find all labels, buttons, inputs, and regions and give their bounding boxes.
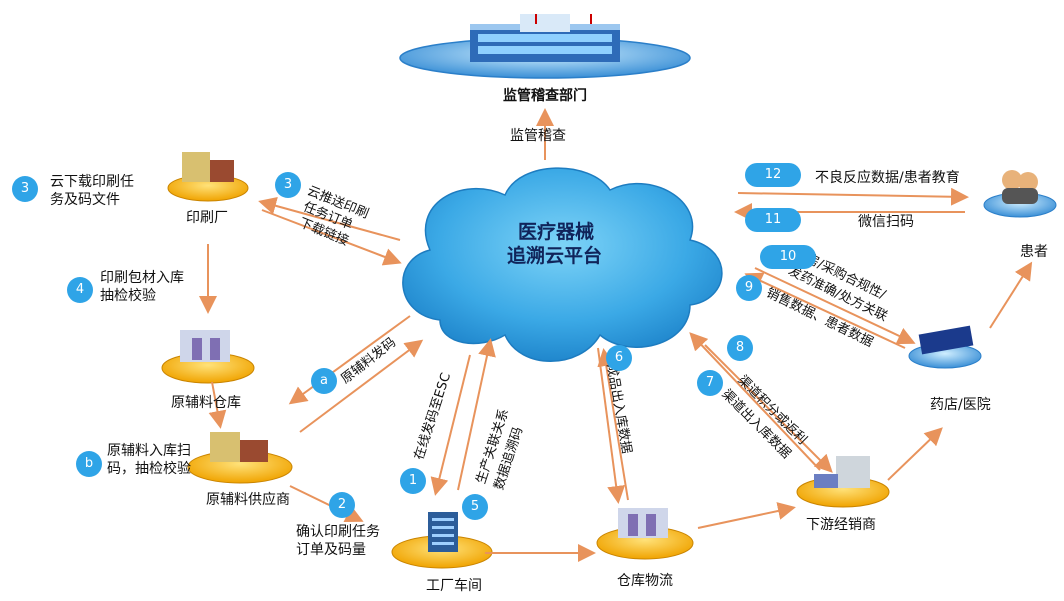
flow-arrows: [199, 108, 1033, 562]
supervision-building-icon: [399, 14, 691, 79]
pharmacy-hospital-icon: [908, 325, 982, 369]
node-pharmacy-hospital: 药店/医院: [930, 397, 991, 413]
step-badge: b: [76, 451, 102, 477]
step-badge: 3: [12, 176, 38, 202]
node-patient: 患者: [1020, 244, 1048, 260]
step-badge: 12: [745, 163, 801, 187]
cloud-title-line2: 追溯云平台: [507, 245, 603, 267]
distributor-icon: [796, 456, 890, 508]
material-supplier-icon: [187, 432, 293, 484]
edge-confirm-print: 确认印刷任务订单及码量: [296, 524, 380, 558]
node-material-warehouse: 原辅料仓库: [171, 395, 241, 411]
factory-workshop-icon: [391, 512, 493, 569]
cloud-title-line1: 医疗器械: [518, 221, 595, 243]
print-factory-icon: [167, 152, 249, 202]
node-material-supplier: 原辅料供应商: [206, 492, 290, 508]
step-badge: 11: [745, 208, 801, 232]
edge-supervision: 监管稽查: [510, 128, 566, 144]
edge-cloud-download: 云下载印刷任务及码文件: [50, 174, 134, 208]
step-badge: 9: [736, 275, 762, 301]
step-badge: 10: [760, 245, 816, 269]
patient-icon: [983, 170, 1057, 218]
step-badge: a: [311, 368, 337, 394]
step-badge: 2: [329, 492, 355, 518]
node-supervision: 监管稽查部门: [503, 88, 587, 104]
step-badge: 5: [462, 494, 488, 520]
node-distributor: 下游经销商: [806, 517, 876, 533]
node-print-factory: 印刷厂: [186, 210, 228, 226]
cloud-shape: [402, 167, 723, 362]
step-badge: 8: [727, 335, 753, 361]
material-warehouse-icon: [161, 330, 255, 384]
edge-wechat: 微信扫码: [858, 214, 914, 230]
step-badge: 3: [275, 172, 301, 198]
edge-print-inbound: 印刷包材入库抽检校验: [100, 270, 184, 304]
step-badge: 7: [697, 370, 723, 396]
edge-adverse: 不良反应数据/患者教育: [815, 170, 960, 186]
edge-material-inbound: 原辅料入库扫码，抽检校验: [107, 443, 191, 477]
warehouse-logistics-icon: [596, 508, 694, 560]
node-warehouse-logistics: 仓库物流: [617, 573, 673, 589]
node-factory-workshop: 工厂车间: [426, 578, 482, 594]
step-badge: 1: [400, 468, 426, 494]
step-badge: 6: [606, 345, 632, 371]
step-badge: 4: [67, 277, 93, 303]
